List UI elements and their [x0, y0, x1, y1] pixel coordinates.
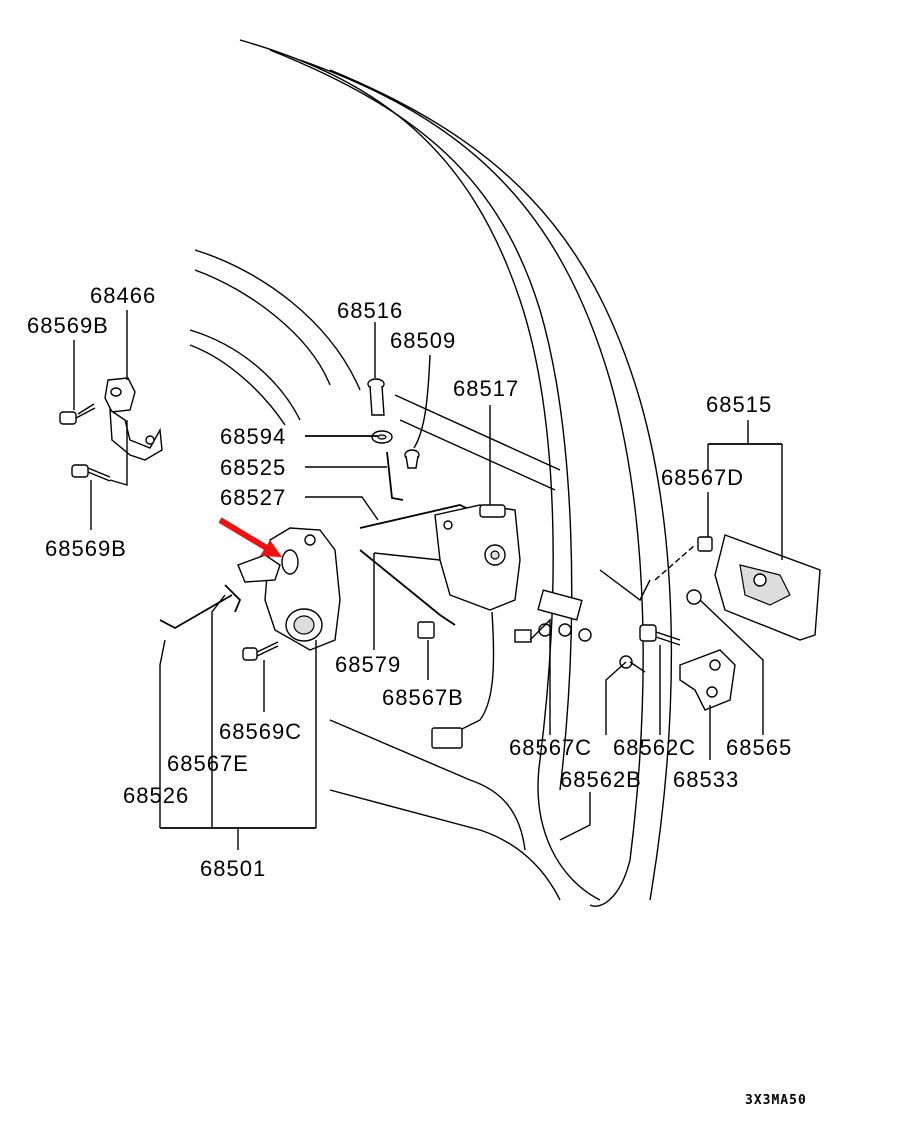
bolt-68569c: [242, 641, 279, 661]
label-68562c: 68562C: [613, 735, 696, 760]
label-68567c: 68567C: [509, 735, 592, 760]
label-68466: 68466: [90, 283, 156, 308]
rod-68579: [359, 549, 456, 626]
label-68515: 68515: [706, 392, 772, 417]
label-68526: 68526: [123, 783, 189, 808]
label-68533: 68533: [673, 767, 739, 792]
diagram-code: 3X3MA50: [745, 1093, 807, 1108]
connector: [431, 727, 463, 749]
rod-68526: [159, 584, 242, 630]
hinge-part-68466: [104, 377, 163, 461]
label-68517: 68517: [453, 376, 519, 401]
label-68565: 68565: [726, 735, 792, 760]
label-68525: 68525: [220, 455, 286, 480]
dashed-guide: [654, 544, 696, 581]
clip-68509: [404, 449, 420, 469]
rod-guide-68516: [367, 378, 385, 416]
label-68569b-bottom: 68569B: [45, 536, 127, 561]
actuator-part-68501: [237, 527, 341, 651]
label-68562b: 68562B: [560, 767, 642, 792]
door-outline: [189, 39, 673, 907]
latch-68517: [434, 504, 521, 736]
label-68527: 68527: [220, 485, 286, 510]
label-68579: 68579: [335, 652, 401, 677]
highlight-arrow: [218, 517, 282, 557]
clip-68567b: [417, 621, 435, 639]
rod-68525: [386, 451, 404, 501]
label-68567b: 68567B: [382, 685, 464, 710]
label-68516: 68516: [337, 298, 403, 323]
grommet-68594: [371, 430, 393, 444]
striker-68533: [679, 649, 736, 711]
label-68569c: 68569C: [219, 719, 302, 744]
clip-68567c: [514, 629, 532, 643]
nut-68565: [686, 589, 702, 605]
label-68567d: 68567D: [661, 465, 744, 490]
clip-68567d: [697, 536, 713, 552]
bolt-68569b-top: [59, 403, 96, 425]
label-68567e: 68567E: [167, 751, 249, 776]
leader-lines: [73, 310, 783, 850]
bolt-68569b-bottom: [71, 464, 111, 482]
handle-part-68515: [714, 534, 821, 641]
label-68569b-top: 68569B: [27, 313, 109, 338]
label-68501: 68501: [200, 856, 266, 881]
label-68594: 68594: [220, 424, 286, 449]
bolt-68562c: [639, 624, 681, 646]
label-68509: 68509: [390, 328, 456, 353]
